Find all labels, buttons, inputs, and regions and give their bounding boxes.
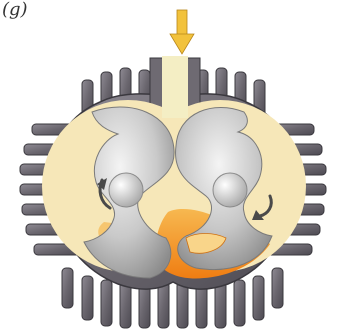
arrow-down-icon bbox=[170, 10, 194, 54]
left-shaft bbox=[109, 173, 143, 207]
inlet-channel bbox=[162, 56, 188, 118]
compression-chamber bbox=[42, 100, 306, 279]
right-shaft bbox=[213, 173, 247, 207]
